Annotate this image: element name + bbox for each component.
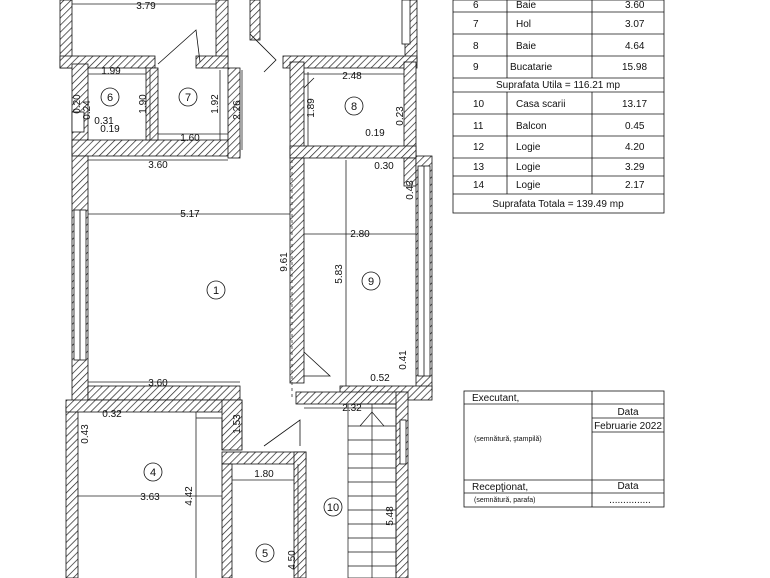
row-10-nr: 10 bbox=[473, 99, 485, 110]
dim-0-24: 0.24 bbox=[82, 100, 93, 120]
dim-3-60-a: 3.60 bbox=[148, 160, 168, 171]
row-10-name: Casa scarii bbox=[516, 99, 565, 110]
row-7-name: Hol bbox=[516, 19, 531, 30]
row-14-name: Logie bbox=[516, 180, 541, 191]
row-11-nr: 11 bbox=[473, 121, 484, 132]
row-13-name: Logie bbox=[516, 162, 541, 173]
receptionat-label: Recepţionat, bbox=[472, 482, 528, 493]
row-8-name: Baie bbox=[516, 41, 536, 52]
room-5-label: 5 bbox=[262, 548, 268, 560]
row-13-area: 3.29 bbox=[625, 162, 645, 173]
row-14-area: 2.17 bbox=[625, 180, 645, 191]
rooms-table-text: 6 Baie 3.60 7 Hol 3.07 8 Baie 4.64 9 Buc… bbox=[473, 0, 647, 210]
dim-2-32: 2.32 bbox=[342, 403, 362, 414]
row-11-name: Balcon bbox=[516, 121, 547, 132]
dim-2-48: 2.48 bbox=[342, 71, 362, 82]
row-8-area: 4.64 bbox=[625, 41, 645, 52]
dimension-labels: 3.79 1.99 2.48 0.20 0.24 0.31 0.19 1.90 … bbox=[72, 1, 416, 570]
executant-label: Executant, bbox=[472, 393, 519, 404]
room-1-label: 1 bbox=[213, 285, 219, 297]
row-11-area: 0.45 bbox=[625, 121, 645, 132]
title-block-text: Executant, Data Februarie 2022 (semnătur… bbox=[472, 393, 662, 506]
dim-1-90: 1.90 bbox=[138, 94, 149, 114]
room-8-label: 8 bbox=[351, 101, 357, 113]
dim-4-50: 4.50 bbox=[287, 550, 298, 570]
walls bbox=[59, 0, 433, 578]
room-labels bbox=[100, 87, 381, 563]
dim-0-32: 0.32 bbox=[102, 409, 122, 420]
dim-5-48: 5.48 bbox=[385, 506, 396, 526]
dim-4-42: 4.42 bbox=[184, 486, 195, 506]
row-9-area: 15.98 bbox=[622, 62, 647, 73]
row-9-name: Bucatarie bbox=[510, 62, 553, 73]
dimension-lines bbox=[72, 3, 416, 578]
dim-0-43-a: 0.43 bbox=[405, 180, 416, 200]
stairs bbox=[347, 403, 397, 578]
row-13-nr: 13 bbox=[473, 162, 485, 173]
dim-9-61: 9.61 bbox=[279, 252, 290, 272]
row-12-area: 4.20 bbox=[625, 142, 645, 153]
dim-1-99: 1.99 bbox=[101, 66, 121, 77]
door-swings bbox=[157, 29, 332, 450]
dim-0-20: 0.20 bbox=[72, 94, 83, 114]
dim-3-60-b: 3.60 bbox=[148, 378, 168, 389]
room-9-label: 9 bbox=[368, 276, 374, 288]
dim-0-19-b: 0.19 bbox=[365, 128, 385, 139]
dim-0-23: 0.23 bbox=[395, 106, 406, 126]
dim-0-31: 0.31 bbox=[94, 116, 114, 127]
row-14-nr: 14 bbox=[473, 180, 485, 191]
sign-stamp-label: (semnătură, ştampilă) bbox=[474, 436, 542, 443]
room-7-label: 7 bbox=[185, 92, 191, 104]
row-6-area: 3.60 bbox=[625, 0, 645, 11]
dim-5-17: 5.17 bbox=[180, 209, 200, 220]
dim-1-89: 1.89 bbox=[306, 98, 317, 118]
dim-0-52: 0.52 bbox=[370, 373, 390, 384]
dim-2-26: 2.26 bbox=[232, 100, 243, 120]
row-6-nr: 6 bbox=[473, 0, 479, 11]
row-8-nr: 8 bbox=[473, 41, 479, 52]
dim-0-43-b: 0.43 bbox=[80, 424, 91, 444]
dim-5-83: 5.83 bbox=[334, 264, 345, 284]
useful-area-total: Suprafata Utila = 116.21 mp bbox=[496, 80, 620, 91]
dim-0-30: 0.30 bbox=[374, 161, 394, 172]
data-label-2: Data bbox=[617, 481, 639, 492]
windows bbox=[71, 0, 431, 465]
room-4-label: 4 bbox=[150, 467, 156, 479]
dim-1-53: 1.53 bbox=[232, 414, 243, 434]
dim-2-80: 2.80 bbox=[350, 229, 370, 240]
title-block bbox=[463, 390, 665, 508]
rooms-table bbox=[452, 0, 665, 214]
dim-3-79: 3.79 bbox=[136, 1, 156, 12]
grand-total-area: Suprafata Totala = 139.49 mp bbox=[492, 199, 624, 210]
signature-dots: ............... bbox=[609, 495, 651, 506]
room-numbers: 6 7 8 1 9 4 10 5 bbox=[107, 92, 374, 560]
dim-0-41: 0.41 bbox=[398, 350, 409, 370]
row-9-nr: 9 bbox=[473, 62, 479, 73]
dim-3-63: 3.63 bbox=[140, 492, 160, 503]
row-12-nr: 12 bbox=[473, 142, 485, 153]
room-6-label: 6 bbox=[107, 92, 113, 104]
sign-parafa-label: (semnătură, parafa) bbox=[474, 497, 535, 504]
dim-1-80: 1.80 bbox=[254, 469, 274, 480]
data-label-1: Data bbox=[617, 407, 639, 418]
dim-1-92: 1.92 bbox=[210, 94, 221, 114]
row-7-area: 3.07 bbox=[625, 19, 645, 30]
room-10-label: 10 bbox=[327, 502, 339, 514]
row-10-area: 13.17 bbox=[622, 99, 647, 110]
dim-1-60: 1.60 bbox=[180, 133, 200, 144]
dim-0-19-a: 0.19 bbox=[100, 124, 120, 135]
row-7-nr: 7 bbox=[473, 19, 479, 30]
row-6-name: Baie bbox=[516, 0, 536, 11]
row-12-name: Logie bbox=[516, 142, 541, 153]
date-value: Februarie 2022 bbox=[594, 421, 662, 432]
